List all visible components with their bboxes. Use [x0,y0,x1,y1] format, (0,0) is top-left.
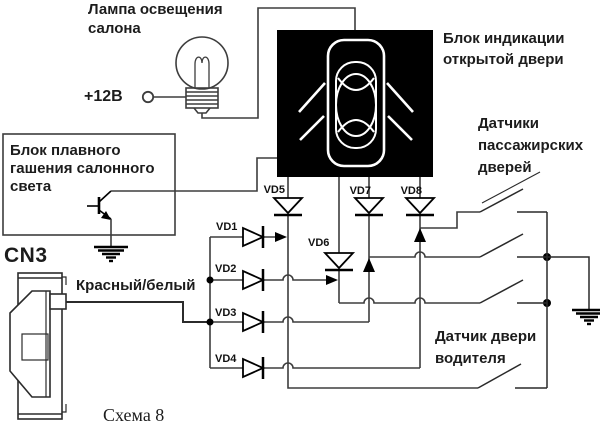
passenger-switch-2 [479,233,547,258]
indicator-block-label: Блок индикации открытой двери [443,28,565,70]
arrow-up-vd8 [414,228,426,242]
passenger-label-line1: Датчики [478,115,540,132]
driver-label-line1: Датчик двери [435,328,537,345]
dimmer-label-line1: Блок плавного [10,142,121,159]
transistor-icon [87,190,112,220]
ground-icon [94,245,128,263]
passenger-switch-3 [479,279,547,304]
arrow-up-vd7 [363,258,375,272]
connector-contact-tab [49,293,67,310]
car-open-doors-icon [298,38,414,168]
ground-branch [547,256,590,309]
lamp-label-line2: салона [88,20,141,37]
label-vd1: VD1 [216,221,237,233]
lamp-label-line1: Лампа освещения [88,1,223,18]
diode-vd6 [322,252,356,272]
ground-icon-right [572,308,600,326]
passenger-switch-1 [479,188,547,213]
emitter-arrow [101,211,111,220]
lamp-to-indicator-wire [201,7,356,119]
driver-sensor-label: Датчик двери водителя [435,326,536,370]
diode-vd7 [352,197,386,217]
scheme-caption: Схема 8 [103,405,165,425]
red-white-wire-label: Красный/белый [76,277,196,294]
indicator-label-line1: Блок индикации [443,30,565,47]
door-switches [477,171,600,389]
diodes [242,197,437,379]
label-vd5: VD5 [264,184,285,196]
dimmer-block [2,133,277,263]
label-leader-line [481,171,541,204]
junction-dots [206,253,551,326]
passenger-label-line2: пассажирских [478,137,584,154]
dimmer-label-line3: света [10,178,52,195]
label-vd3: VD3 [215,307,236,319]
flow-arrows [275,228,426,285]
dimmer-label-line2: гашения салонного [10,160,155,177]
label-vd6: VD6 [308,237,329,249]
label-vd7: VD7 [350,185,371,197]
lamp-filament [194,56,210,88]
driver-label-line2: водителя [435,350,506,367]
diode-vd1 [242,226,266,248]
supply-label: +12В [84,88,123,105]
lamp-base [185,87,219,109]
diode-vd4 [242,357,266,379]
lamp-circuit [141,7,356,119]
passenger-label-line3: дверей [478,159,532,176]
lamp-label: Лампа освещения салона [88,0,223,38]
diode-vd8 [403,197,437,217]
connector-notch [21,333,49,361]
connector-label: CN3 [4,244,48,267]
arrow-vd1-to-vd5 [275,232,287,242]
indicator-block [277,30,433,177]
dimmer-box [2,133,176,236]
passenger-sensors-label: Датчики пассажирских дверей [478,113,583,179]
label-vd2: VD2 [215,263,236,275]
diode-vd2 [242,269,266,291]
label-vd4: VD4 [215,353,237,365]
arrow-vd2-to-vd6 [326,275,338,285]
lamp-bulb-icon [175,36,229,90]
connector-cn3 [9,272,67,420]
indicator-box [277,30,433,177]
collector-to-indicator-wire [111,157,277,192]
diode-vd5 [271,197,305,217]
dimmer-block-label: Блок плавного гашения салонного света [10,142,155,196]
diode-labels: VD1 VD2 VD3 VD4 VD5 VD6 VD7 VD8 [215,184,422,365]
connector-plug [9,290,51,398]
driver-switch [477,363,547,389]
red-white-wire [66,301,210,323]
indicator-label-line2: открытой двери [443,51,564,68]
label-vd8: VD8 [401,185,422,197]
lamp-base-ridges [186,91,218,105]
diode-vd3 [242,311,266,333]
supply-terminal [141,90,155,104]
